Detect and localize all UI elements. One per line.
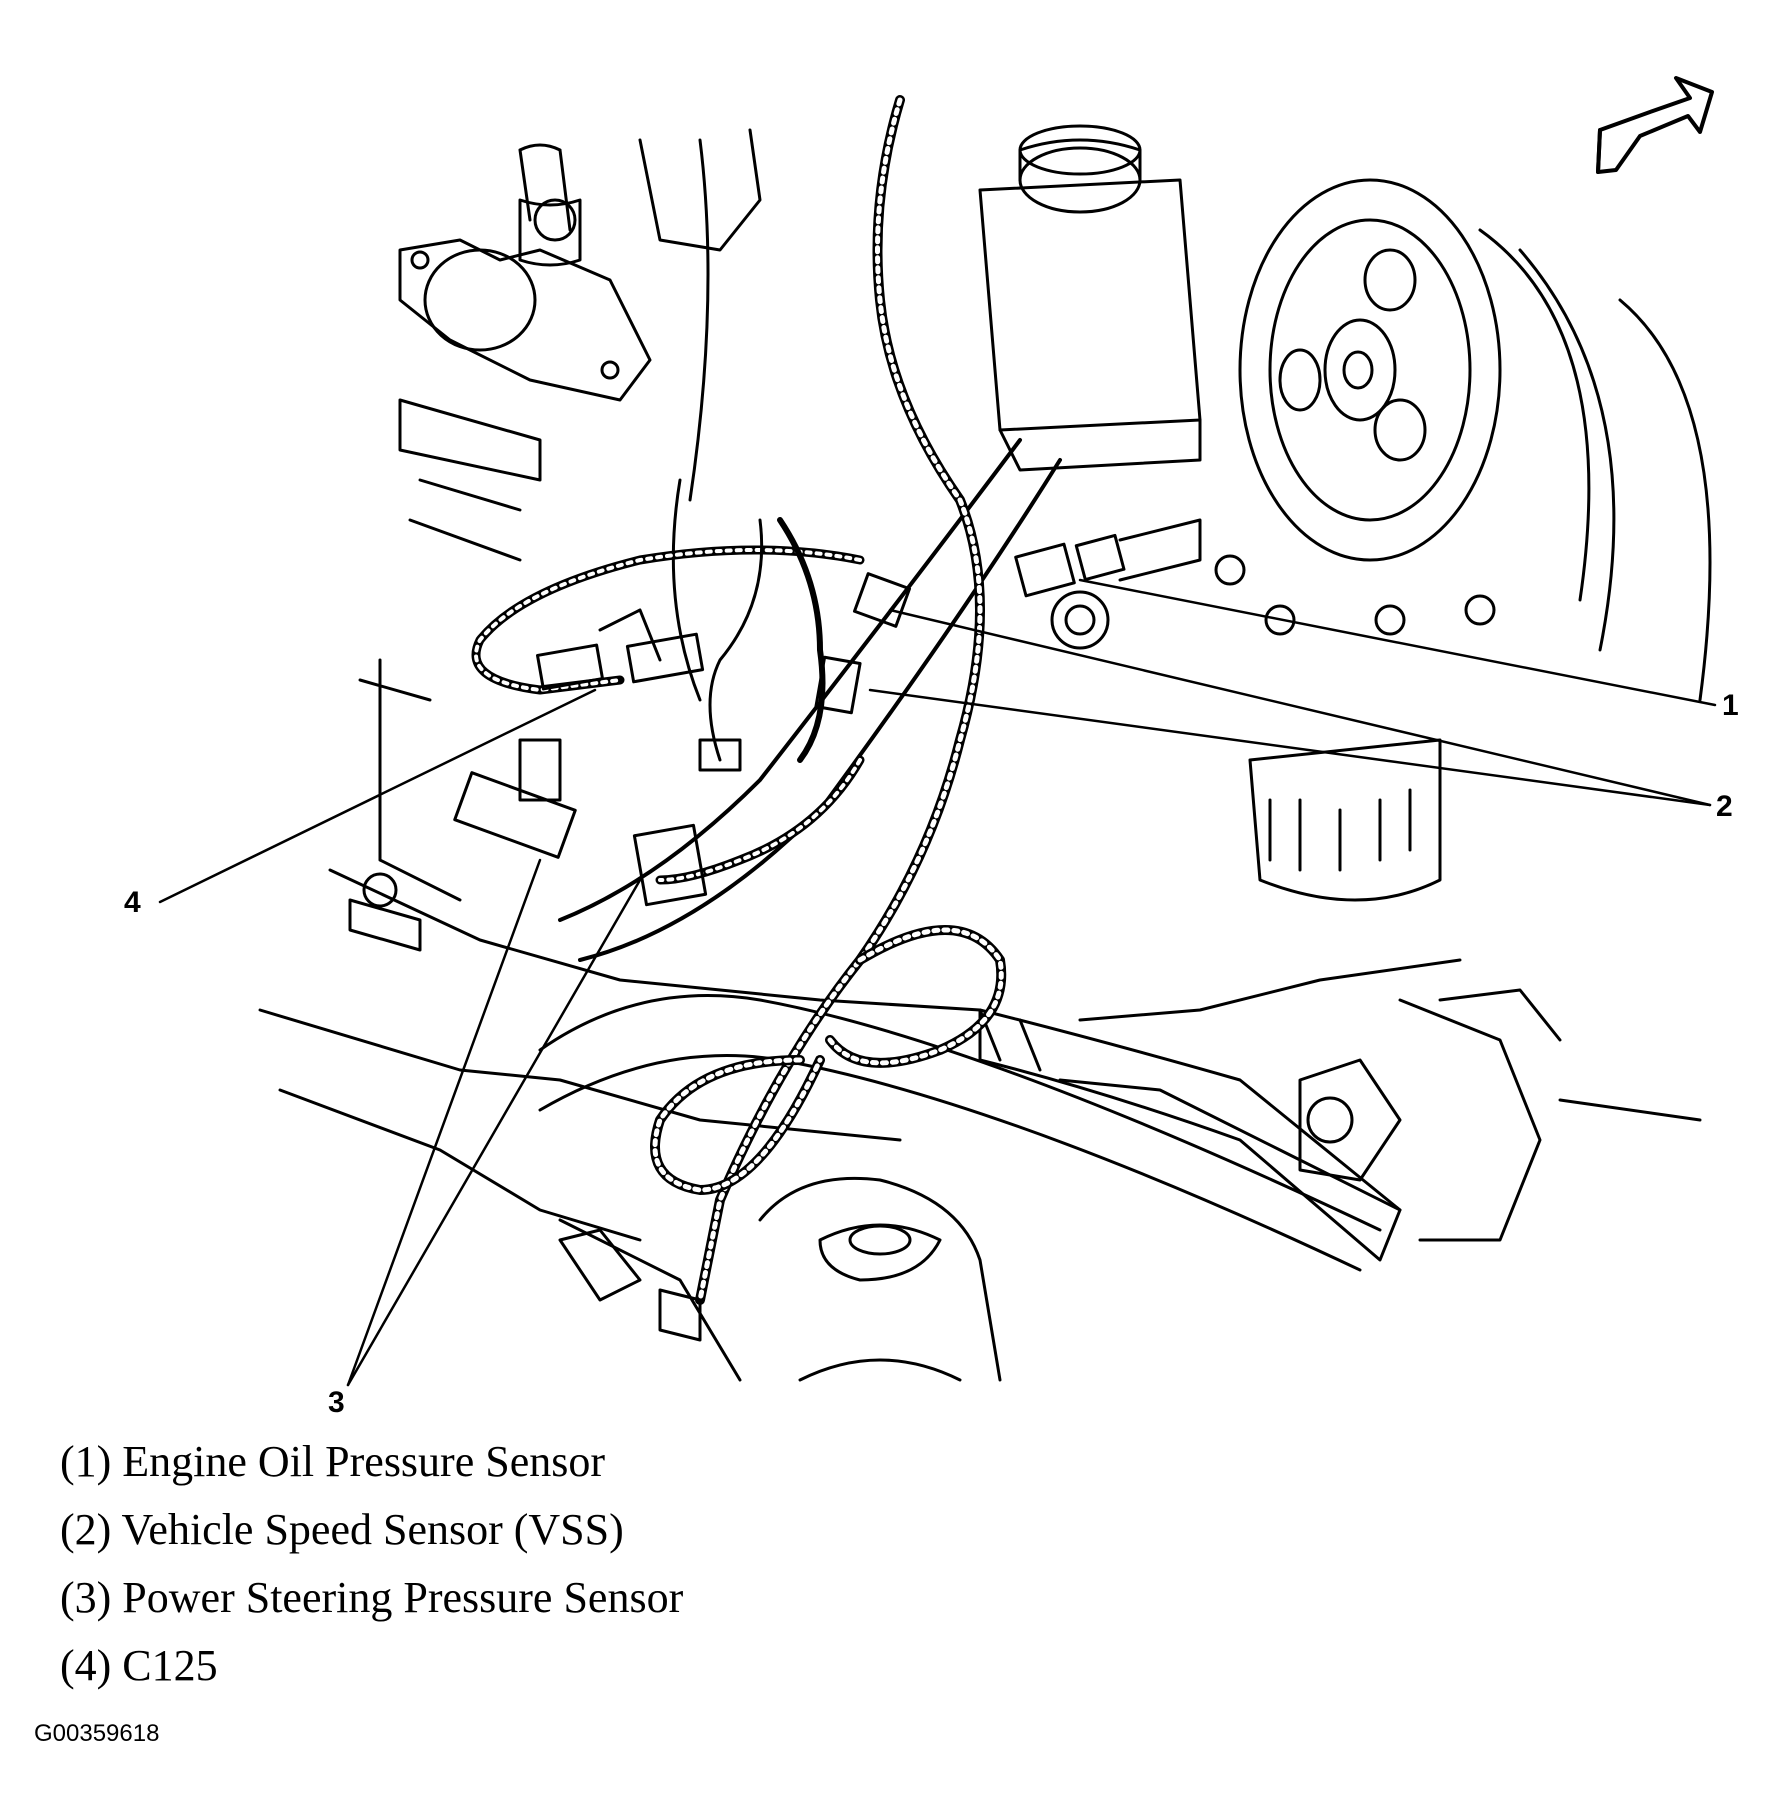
component-legend: (1) Engine Oil Pressure Sensor (2) Vehic…	[60, 1428, 683, 1700]
oil-filter	[1248, 738, 1442, 902]
front-of-vehicle-arrow-icon	[1596, 76, 1714, 174]
callout-3: 3	[328, 1386, 345, 1419]
engine-block-outline	[258, 128, 1702, 1382]
legend-item-power-steering-pressure-sensor: (3) Power Steering Pressure Sensor	[60, 1573, 684, 1622]
callout-2: 2	[1716, 790, 1733, 823]
legend-item-vehicle-speed-sensor: (2) Vehicle Speed Sensor (VSS)	[60, 1505, 624, 1554]
wiring-harness	[471, 95, 1007, 1305]
legend-item-c125: (4) C125	[60, 1641, 218, 1690]
callout-1: 1	[1722, 689, 1739, 722]
figure-id: G00359618	[34, 1720, 160, 1747]
callout-4: 4	[124, 886, 141, 919]
power-steering-hose	[538, 438, 1382, 1272]
engine-component-illustration: 1 2 3 4	[124, 76, 1739, 1419]
power-steering-reservoir	[978, 124, 1202, 472]
power-steering-pump-pulley	[1238, 178, 1712, 702]
sensor-connectors	[348, 518, 1496, 1342]
leader-lines	[158, 578, 1717, 1387]
legend-item-engine-oil-pressure-sensor: (1) Engine Oil Pressure Sensor	[60, 1437, 606, 1486]
